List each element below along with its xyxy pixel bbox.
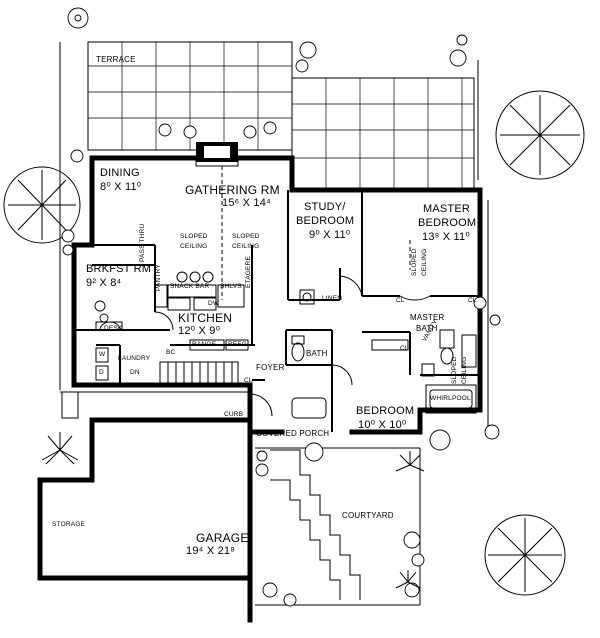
- closet-label: CL: [400, 345, 409, 352]
- master-bath-label: MASTER: [410, 313, 445, 322]
- shelves-label: SHLVS: [220, 283, 242, 290]
- sloped-ceiling-label-2: CEILING: [461, 356, 468, 384]
- washer-label: W: [99, 351, 106, 358]
- linen-label: LINEN: [322, 295, 343, 302]
- master-bath-label-2: BATH: [416, 324, 438, 333]
- garage-dimension: 19⁴ X 21⁸: [186, 545, 236, 557]
- breakfast-room-label: BRKFST RM: [86, 263, 152, 275]
- kitchen-dimension: 12⁰ X 9⁰: [178, 325, 221, 337]
- snack-bar-label: SNACK BAR: [170, 283, 210, 290]
- curb-label: CURB: [224, 411, 244, 418]
- terrace-label: TERRACE: [96, 55, 136, 64]
- master-bedroom-dimension: 13⁸ X 11⁰: [422, 231, 470, 243]
- study-dimension: 9⁰ X 11⁰: [309, 229, 351, 241]
- pantry-label: PANTRY: [155, 264, 162, 291]
- exterior-walls: [37, 155, 483, 623]
- down-label: DN: [130, 369, 140, 376]
- tree: [3, 166, 81, 244]
- bath-fixtures: [291, 289, 477, 419]
- dishwasher-label: DW: [208, 300, 220, 307]
- master-bedroom-label: MASTER: [423, 203, 471, 215]
- whirlpool-label: WHIRLPOOL: [430, 395, 471, 402]
- stair: [95, 347, 239, 385]
- garage-label: GARAGE: [196, 531, 249, 545]
- study-label: STUDY/: [304, 201, 346, 213]
- closet-label: CL: [396, 297, 405, 304]
- closet-label: CL: [468, 297, 477, 304]
- door-swings: [154, 275, 431, 417]
- fireplace: [195, 142, 239, 167]
- gathering-room-label: GATHERING RM: [185, 183, 280, 197]
- sloped-ceiling-label: SLOPED: [232, 233, 260, 240]
- study-label-2: BEDROOM: [296, 215, 355, 227]
- range-label: RANGE: [192, 341, 217, 348]
- sloped-ceiling-label: SLOPED: [180, 233, 208, 240]
- shrubs: [61, 7, 501, 607]
- etagere-label: ETAGERE: [245, 256, 252, 288]
- refrigerator-label: REFG: [228, 341, 247, 348]
- sloped-ceiling-label-2: CEILING: [180, 243, 208, 250]
- curb: [60, 391, 250, 419]
- storage-label: STORAGE: [52, 521, 86, 528]
- breakfast-room-dimension: 9² X 8⁴: [86, 277, 122, 289]
- bedroom-label: BEDROOM: [356, 405, 415, 417]
- bedroom-dimension: 10⁰ X 10⁰: [358, 419, 407, 431]
- tree: [484, 514, 566, 596]
- courtyard-label: COURTYARD: [342, 511, 394, 520]
- terrace-paving: [87, 41, 475, 191]
- bath-label: BATH: [306, 349, 328, 358]
- pass-thru-label: PASS THRU: [139, 223, 146, 262]
- dining-label: DINING: [100, 167, 140, 179]
- covered-porch-label: COVERED PORCH: [256, 429, 330, 438]
- kitchen-counters: [95, 271, 249, 351]
- gathering-room-dimension: 15⁶ X 14⁴: [222, 197, 271, 209]
- sloped-ceiling-label: SLOPED: [451, 356, 458, 384]
- foyer-label: FOYER: [256, 363, 285, 372]
- dryer-label: D: [99, 369, 104, 376]
- sloped-ceiling-label: SLOPED: [411, 248, 418, 276]
- kitchen-label: KITCHEN: [178, 311, 233, 325]
- sloped-ceiling-label-2: CEILING: [421, 248, 428, 276]
- star-plants: [41, 432, 425, 589]
- laundry-label: LAUNDRY: [118, 355, 151, 362]
- closet-label: CL: [244, 377, 253, 384]
- sloped-ceiling-label-2: CEILING: [232, 243, 260, 250]
- property-lines: [59, 42, 489, 430]
- master-bedroom-label-2: BEDROOM: [418, 217, 477, 229]
- tree: [495, 90, 585, 180]
- courtyard-steps: [255, 447, 421, 606]
- dining-dimension: 8⁰ X 11⁰: [100, 181, 142, 193]
- desk-label: DESK: [104, 325, 123, 332]
- ceiling-lines: [221, 166, 411, 300]
- broom-closet-label: BC: [166, 349, 176, 356]
